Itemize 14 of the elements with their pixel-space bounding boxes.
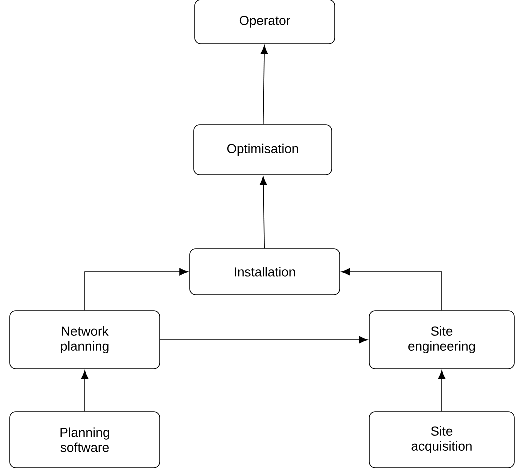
process-box: Site engineering (369, 310, 515, 370)
arrow (84, 268, 188, 311)
process-box: Planning software (10, 412, 160, 468)
arrow (160, 336, 368, 344)
process-box: Operator (194, 0, 336, 44)
arrow (342, 268, 442, 311)
arrow (260, 46, 268, 125)
process-box: Optimisation (194, 124, 332, 176)
process-box: Site acquisition (369, 412, 515, 468)
arrow (81, 370, 89, 412)
process-box: Installation (190, 248, 340, 296)
process-box: Network planning (10, 310, 160, 370)
arrow (260, 176, 268, 249)
arrow (438, 370, 446, 412)
